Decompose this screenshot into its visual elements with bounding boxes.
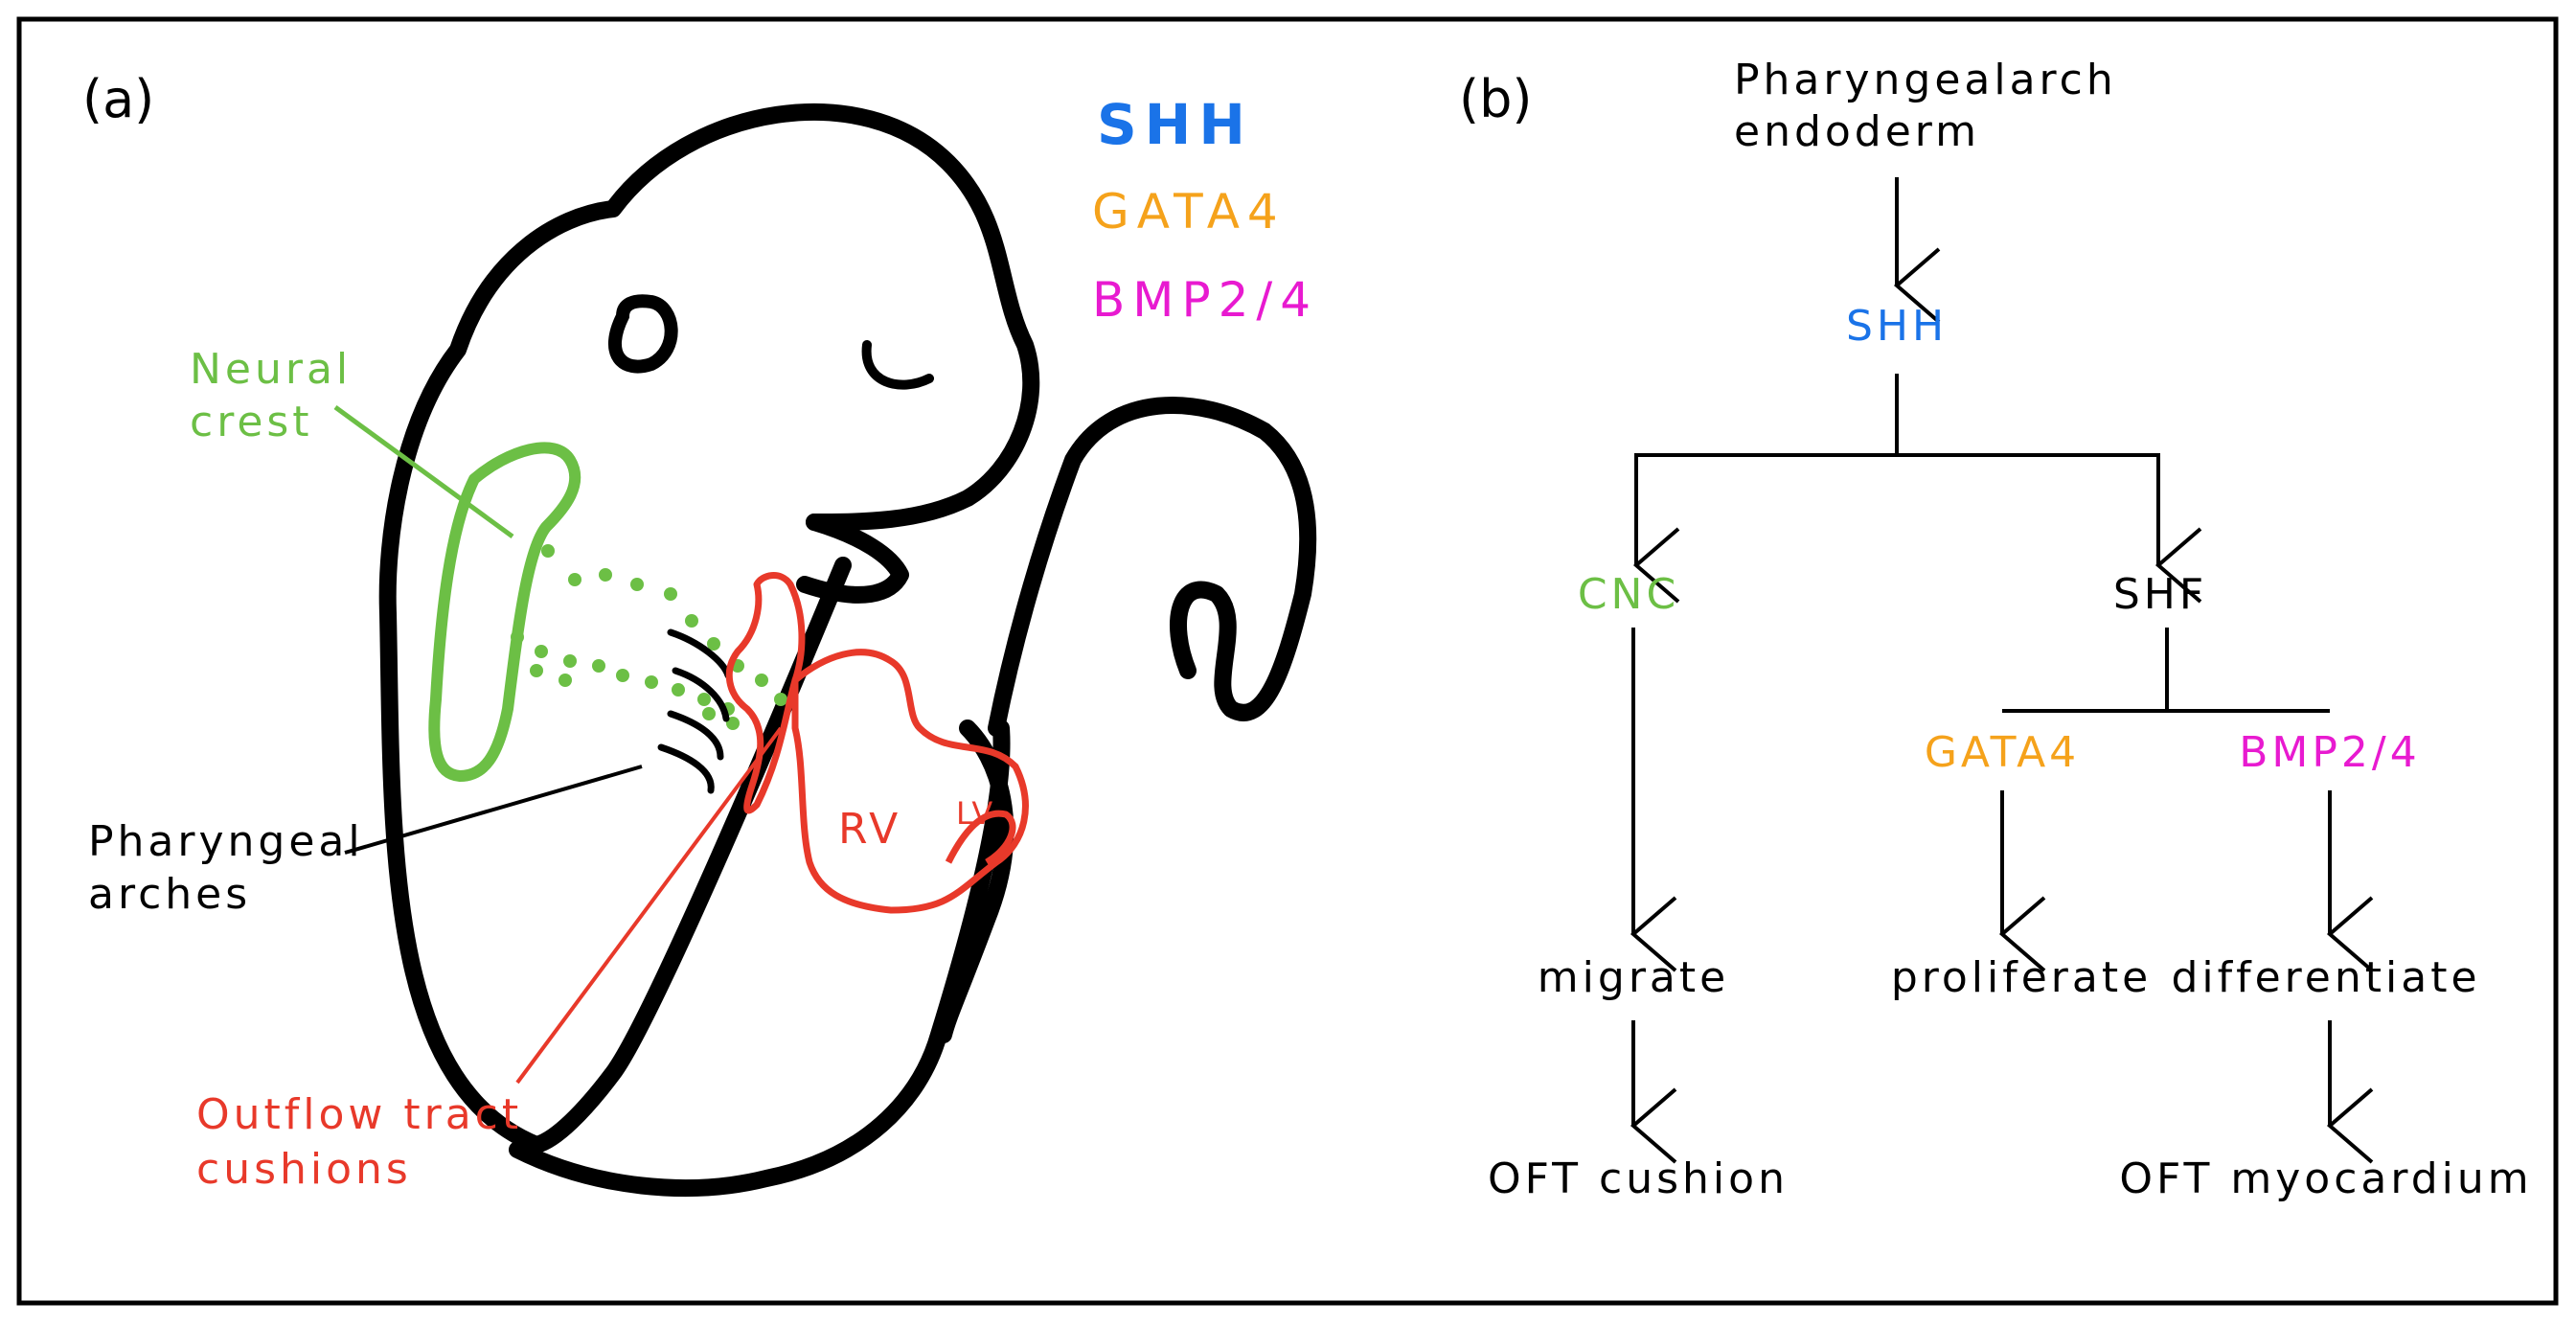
nc-dot [697, 693, 711, 706]
panel-b-label: (b) [1459, 69, 1532, 129]
mouth [861, 340, 934, 390]
node-migrate: migrate [1538, 953, 1729, 1002]
nc-dot [685, 614, 698, 628]
nc-dot [645, 675, 658, 689]
neural-crest-dots [511, 544, 787, 730]
legend-shh: SHH [1097, 92, 1253, 157]
embryo-body [378, 103, 1040, 1154]
nc-dot [511, 630, 524, 644]
lv-label: LV [956, 795, 994, 832]
legend-bmp: BMP2/4 [1092, 272, 1318, 328]
nc-dot [672, 683, 685, 697]
nc-dot [726, 717, 740, 730]
node-cnc: CNC [1578, 570, 1679, 619]
node-proliferate: proliferate [1891, 953, 2152, 1002]
nc-dot [616, 669, 629, 682]
panel-a: (a) SHH GATA4 BMP2/4 Neural crest [82, 69, 1318, 1197]
nc-dot [541, 544, 555, 558]
node-shh: SHH [1846, 302, 1948, 351]
nc-dot [702, 707, 716, 720]
embryo-jaw [796, 514, 909, 604]
pharyngeal-leader [344, 765, 643, 855]
arch [672, 667, 730, 722]
nc-dot [559, 674, 572, 687]
outflow-tract [725, 572, 806, 814]
embryo-tail [988, 396, 1317, 737]
embryo-chin-curve [935, 720, 1014, 1043]
left-ventricle [945, 810, 1016, 866]
arch [667, 710, 724, 761]
heart [725, 572, 1029, 914]
flow-connectors [1630, 177, 2374, 1164]
nc-dot [707, 637, 720, 651]
node-shf: SHF [2113, 570, 2207, 619]
neural-crest-shape [428, 442, 581, 782]
nc-dot [563, 654, 577, 668]
outflow-label-line1: Outflow tract [196, 1090, 522, 1139]
embryo-outline [378, 103, 1317, 1197]
arch [657, 743, 715, 794]
right-ventricle [791, 649, 1029, 914]
nc-dot [755, 674, 768, 687]
eye [607, 294, 678, 374]
nc-dot [774, 693, 787, 706]
neural-crest-label-line2: crest [190, 398, 313, 446]
node-differentiate: differentiate [2171, 953, 2480, 1002]
nc-dot [630, 578, 644, 591]
outflow-label-line2: cushions [196, 1145, 412, 1194]
neural-crest-leader [333, 404, 514, 539]
root-line1: Pharyngealarch [1734, 56, 2117, 104]
node-oft-myocardium: OFT myocardium [2119, 1154, 2532, 1203]
nc-dot [568, 573, 581, 586]
nc-dot [530, 664, 543, 677]
pharyngeal-label-line1: Pharyngeal [88, 817, 364, 866]
node-oft-cushion: OFT cushion [1488, 1154, 1789, 1203]
node-bmp: BMP2/4 [2239, 728, 2421, 777]
nc-dot [599, 568, 612, 582]
panel-a-label: (a) [82, 69, 154, 129]
outflow-leader [515, 726, 783, 1085]
panel-b: (b) Pharyngealarch endoderm SHH CNC SHF … [1459, 56, 2532, 1203]
rv-label: RV [838, 805, 901, 854]
legend-gata4: GATA4 [1092, 184, 1286, 240]
pharyngeal-label-line2: arches [88, 870, 251, 919]
nc-dot [664, 587, 677, 601]
node-gata4: GATA4 [1925, 728, 2080, 777]
embryo-back [509, 720, 1011, 1197]
nc-dot [535, 645, 548, 658]
nc-dot [592, 659, 605, 673]
root-line2: endoderm [1734, 107, 1980, 156]
neural-crest-label-line1: Neural [190, 345, 352, 394]
